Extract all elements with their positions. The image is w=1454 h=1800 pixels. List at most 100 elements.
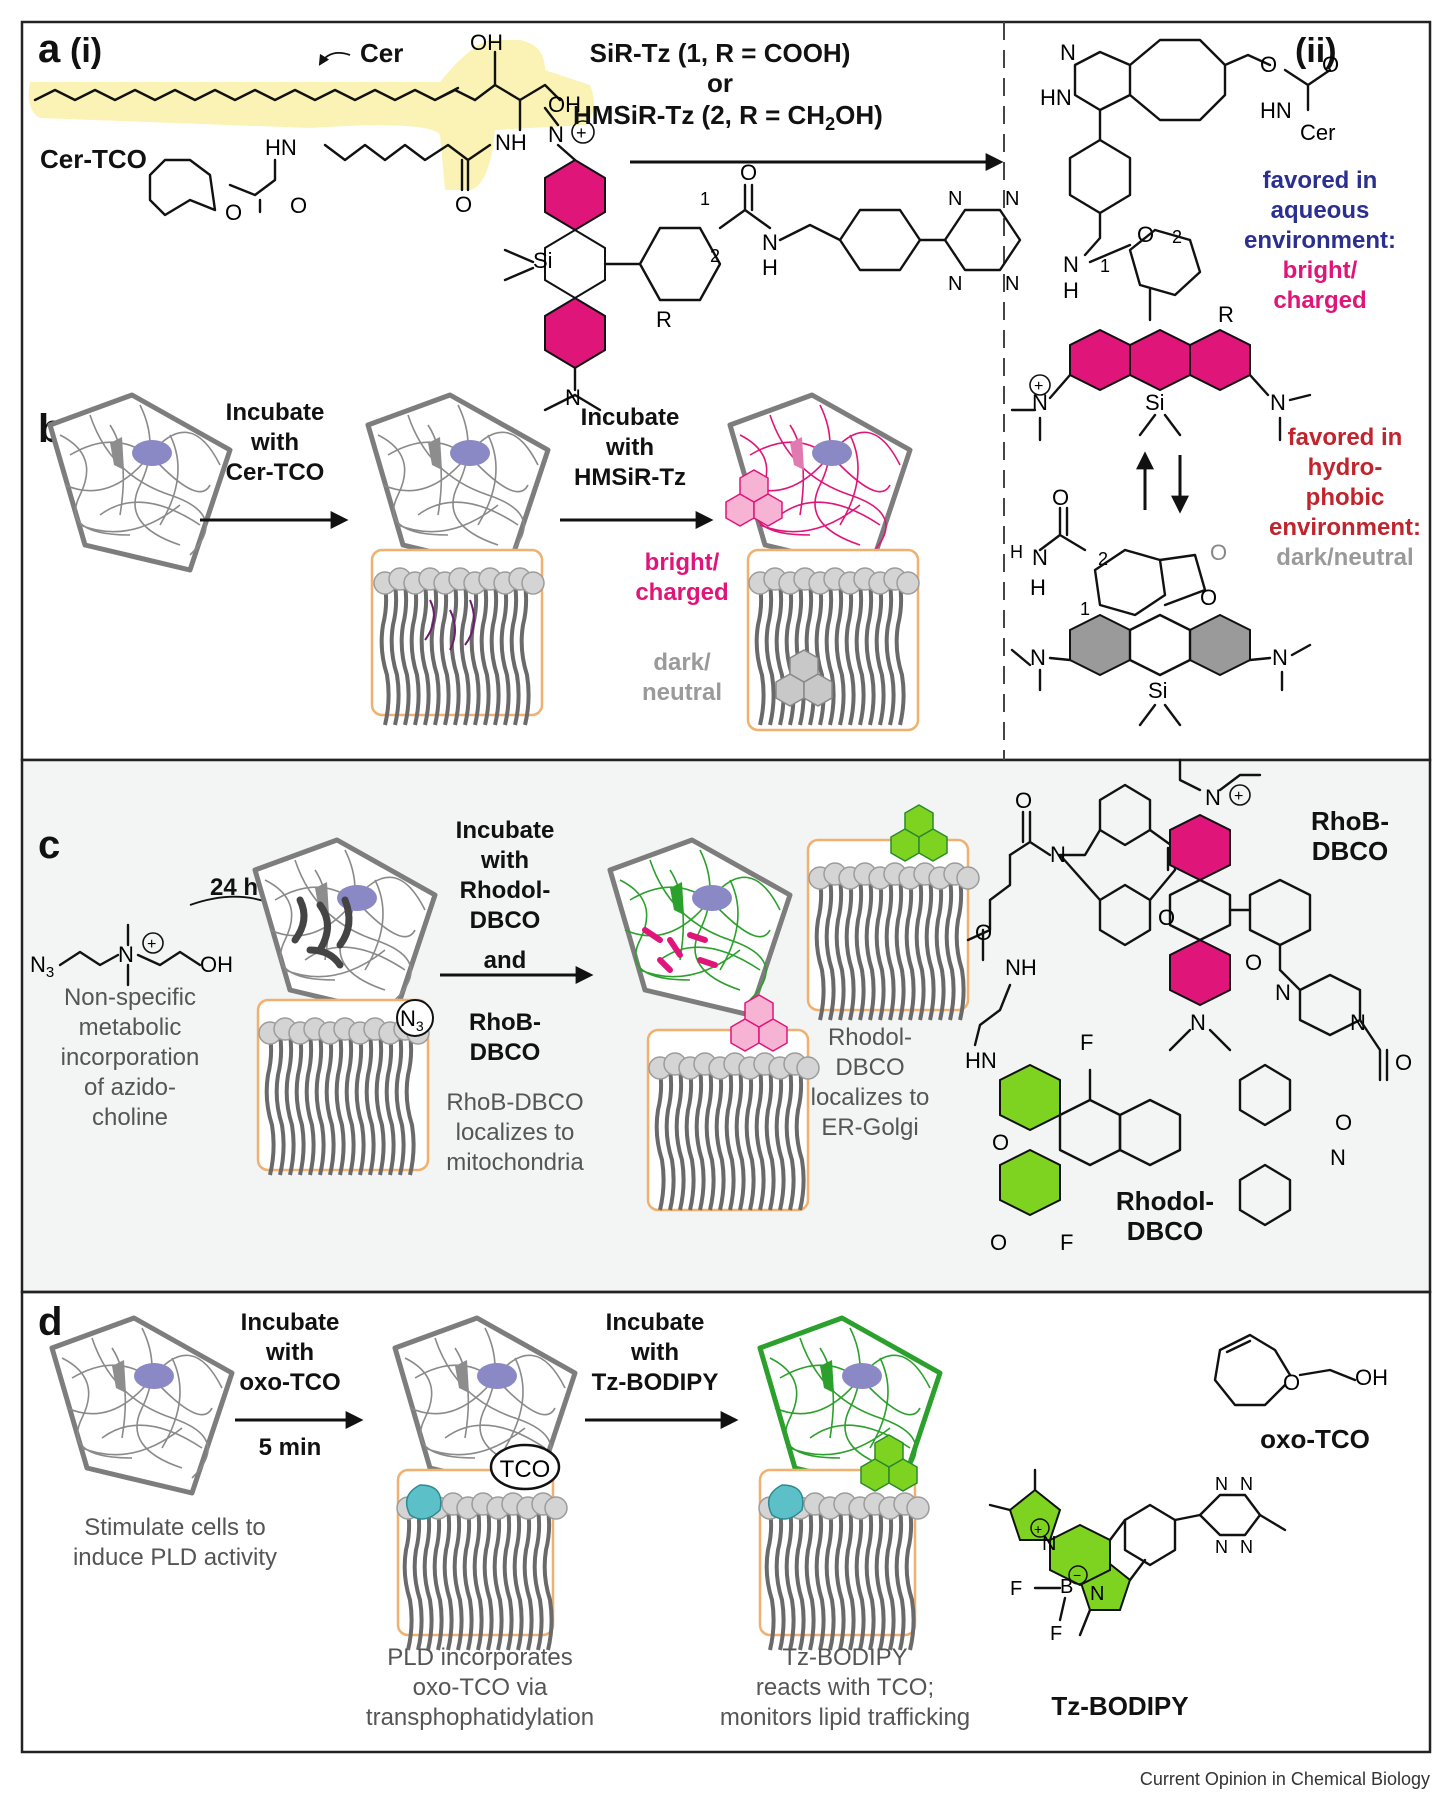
svg-text:N: N <box>762 230 778 255</box>
atom-o-amide: O <box>455 192 472 217</box>
svg-text:hydro-: hydro- <box>1308 454 1383 481</box>
svg-text:−: − <box>1073 1567 1081 1583</box>
svg-text:1: 1 <box>700 189 710 209</box>
d-tz-3: monitors lipid trafficking <box>720 1704 970 1731</box>
b-bright-2: charged <box>635 579 728 606</box>
svg-text:H: H <box>1063 278 1079 303</box>
d-tco-bubble: TCO <box>500 1456 551 1483</box>
svg-text:R: R <box>1218 302 1234 327</box>
svg-text:+: + <box>147 936 156 953</box>
d-time: 5 min <box>259 1434 322 1461</box>
svg-text:environment:: environment: <box>1244 227 1396 254</box>
svg-text:N: N <box>948 273 962 295</box>
svg-text:O: O <box>1158 905 1175 930</box>
svg-text:phobic: phobic <box>1306 484 1385 511</box>
c-rhodol-cap-4: ER-Golgi <box>821 1114 918 1141</box>
svg-text:Si: Si <box>533 248 553 273</box>
svg-text:H: H <box>1010 542 1023 562</box>
svg-text:B: B <box>1060 1576 1073 1598</box>
svg-text:N: N <box>1030 645 1046 670</box>
svg-text:O: O <box>1395 1050 1412 1075</box>
d-step1-3: oxo-TCO <box>239 1369 340 1396</box>
svg-text:F: F <box>1080 1030 1093 1055</box>
cell-b-3 <box>727 392 913 573</box>
svg-text:favored in: favored in <box>1263 167 1378 194</box>
svg-text:N3: N3 <box>30 952 54 981</box>
svg-text:N: N <box>948 188 962 210</box>
svg-text:Si: Si <box>1148 678 1168 703</box>
panel-c-label: c <box>38 823 60 867</box>
c-azido-5: choline <box>92 1104 168 1131</box>
panel-d-label: d <box>38 1300 62 1344</box>
svg-text:N: N <box>548 122 564 147</box>
d-tz-2: reacts with TCO; <box>756 1674 934 1701</box>
rhob-dbco-structure: N + O N O N N O N O RhoB- <box>1158 758 1412 1227</box>
atom-hn-carb: HN <box>265 135 297 160</box>
b-dark-1: dark/ <box>653 649 711 676</box>
atom-o-ester: O <box>225 200 242 225</box>
cer-label: Cer <box>360 38 403 68</box>
aqueous-note: favored in aqueous environment: bright/ … <box>1244 167 1396 314</box>
reagent-or: or <box>707 68 733 98</box>
reagent-line-1: SiR-Tz (1, R = COOH) <box>590 38 851 68</box>
panel-a-sub-ii: (ii) <box>1295 32 1337 70</box>
cer-tco-label: Cer-TCO <box>40 144 147 174</box>
svg-text:O: O <box>1245 950 1262 975</box>
svg-text:O: O <box>990 1230 1007 1255</box>
d-step2-3: Tz-BODIPY <box>592 1369 719 1396</box>
cell-b-1 <box>50 395 230 570</box>
d-stim-1: Stimulate cells to <box>84 1514 265 1541</box>
svg-text:charged: charged <box>1273 287 1366 314</box>
svg-text:O: O <box>1015 788 1032 813</box>
c-azido-4: of azido- <box>84 1074 176 1101</box>
svg-text:N: N <box>1063 252 1079 277</box>
panel-b: b Incubate with Cer-TCO Incubate with HM… <box>38 392 921 732</box>
svg-text:N: N <box>1060 40 1076 65</box>
svg-text:HN: HN <box>1260 98 1292 123</box>
b-step1-l2: with <box>250 429 299 456</box>
c-azido-2: metabolic <box>79 1014 182 1041</box>
ceramide-highlight <box>28 40 594 190</box>
product-structure: N HN O O HN Cer N H O 2 1 R <box>1010 38 1339 727</box>
svg-text:O: O <box>1200 585 1217 610</box>
svg-text:HN: HN <box>1040 85 1072 110</box>
atom-oh-2: OH <box>548 92 581 117</box>
b-step2-l1: Incubate <box>581 404 680 431</box>
panel-a: a (i) (ii) OH OH NH Cer O HN O O Cer-TCO… <box>28 27 1421 727</box>
footer-journal: Current Opinion in Chemical Biology <box>1140 1769 1430 1789</box>
hydrophobic-note: favored in hydro- phobic environment: da… <box>1269 424 1421 571</box>
c-rhodol-cap-2: DBCO <box>835 1054 904 1081</box>
svg-text:R: R <box>656 307 672 332</box>
svg-text:+: + <box>1034 1521 1042 1537</box>
svg-text:O: O <box>740 160 757 185</box>
d-step2-2: with <box>630 1339 679 1366</box>
svg-text:favored in: favored in <box>1288 424 1403 451</box>
rhodol-name-2: DBCO <box>1127 1216 1204 1246</box>
c-rhob-cap-2: localizes to <box>456 1119 575 1146</box>
svg-text:O: O <box>1260 52 1277 77</box>
tz-bodipy-name: Tz-BODIPY <box>1051 1691 1188 1721</box>
svg-text:O: O <box>1335 1110 1352 1135</box>
svg-text:N: N <box>118 942 134 967</box>
c-step-7: DBCO <box>470 1039 541 1066</box>
svg-text:O: O <box>1052 485 1069 510</box>
svg-text:O: O <box>1210 540 1227 565</box>
svg-text:N: N <box>1042 1533 1056 1555</box>
d-step1-2: with <box>265 1339 314 1366</box>
c-rhodol-cap-1: Rhodol- <box>828 1024 912 1051</box>
c-step-4: DBCO <box>470 907 541 934</box>
svg-text:dark/neutral: dark/neutral <box>1276 544 1413 571</box>
c-rhob-cap-3: mitochondria <box>446 1149 584 1176</box>
oxo-tco-structure: O OH oxo-TCO <box>1213 1333 1388 1454</box>
atom-nh-cer: NH <box>495 130 527 155</box>
svg-text:O: O <box>1283 1370 1300 1395</box>
b-dark-2: neutral <box>642 679 722 706</box>
svg-text:OH: OH <box>200 952 233 977</box>
c-step-1: Incubate <box>456 817 555 844</box>
d-pld-3: transphophatidylation <box>366 1704 594 1731</box>
atom-o-carb: O <box>290 193 307 218</box>
panel-d: d Stimulate cells to induce PLD activity… <box>38 1300 1388 1731</box>
panel-a-sub-i: (i) <box>70 32 102 70</box>
svg-text:O: O <box>975 920 992 945</box>
rhob-name-2: DBCO <box>1312 836 1389 866</box>
